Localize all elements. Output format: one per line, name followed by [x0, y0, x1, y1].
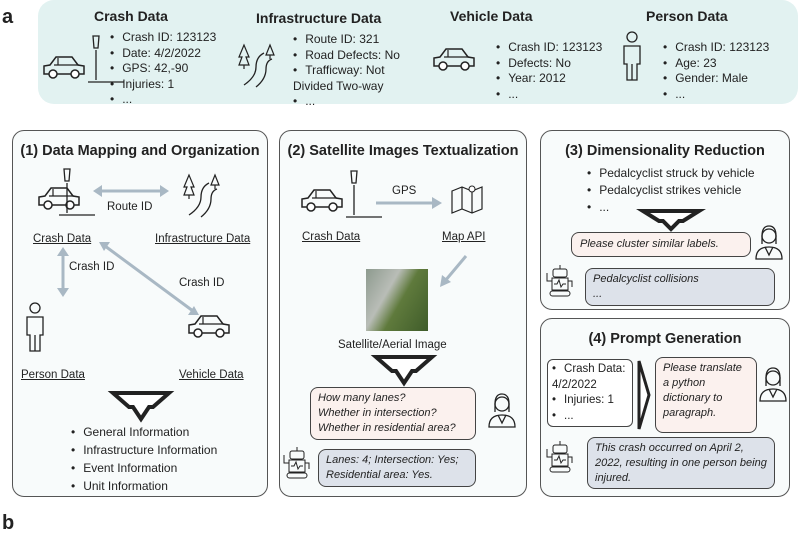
- satellite-image-label: Satellite/Aerial Image: [338, 339, 447, 351]
- list-item: Unit Information: [71, 477, 217, 495]
- map-api-label: Map API: [442, 231, 486, 243]
- list-item: ...: [496, 87, 602, 103]
- list-item: ...: [293, 94, 413, 110]
- list-item: Infrastructure Information: [71, 441, 217, 459]
- prompt-bubble: Please cluster similar labels.: [571, 232, 751, 257]
- list-item: Pedalcyclist strikes vehicle: [587, 182, 755, 199]
- list-item: ...: [552, 409, 628, 425]
- panel-title: (3) Dimensionality Reduction: [565, 143, 765, 159]
- list-item: Crash Data: 4/2/2022: [552, 362, 628, 393]
- list-item: ...: [587, 199, 755, 216]
- bubble-line: ...: [593, 288, 603, 300]
- list-item: ...: [110, 92, 216, 108]
- list-item: Year: 2012: [496, 71, 602, 87]
- list-item: General Information: [71, 423, 217, 441]
- list-item: Age: 23: [663, 56, 769, 72]
- bubble-line: Residential area: Yes.: [326, 469, 433, 481]
- robot-icon: [283, 446, 310, 479]
- infrastructure-data-list: Route ID: 321Road Defects: NoTrafficway:…: [293, 32, 413, 110]
- satellite-textualization-panel: (2) Satellite Images Textualization Cras…: [279, 130, 527, 497]
- person-data-list: Crash ID: 123123Age: 23Gender: Male...: [663, 40, 769, 102]
- crash-id-label: Crash ID: [69, 261, 115, 273]
- list-item: ...: [663, 87, 769, 103]
- panel-title: (2) Satellite Images Textualization: [287, 143, 519, 159]
- robot-icon: [546, 264, 573, 297]
- person-icon: [26, 302, 44, 352]
- data-mapping-panel: (1) Data Mapping and Organization Crash …: [12, 130, 268, 497]
- list-item: Route ID: 321: [293, 32, 413, 48]
- prompt-bubble: Please translate a python dictionary to …: [655, 357, 757, 433]
- list-item: Pedalcyclist struck by vehicle: [587, 165, 754, 182]
- crash-dict-list: Crash Data: 4/2/2022Injuries: 1...: [547, 359, 633, 427]
- answer-bubble: This crash occurred on April 2, 2022, re…: [587, 437, 775, 489]
- list-item: Date: 4/2/2022: [110, 46, 216, 62]
- mapping-arrows: [57, 185, 199, 315]
- crash-data-title: Crash Data: [94, 8, 168, 24]
- panel-label-a: a: [2, 6, 14, 28]
- list-item: Crash ID: 123123: [663, 40, 769, 56]
- down-arrow-icon: [636, 209, 706, 232]
- infrastructure-data-title: Infrastructure Data: [256, 10, 382, 26]
- user-avatar-icon: [488, 393, 516, 428]
- down-arrow-icon: [107, 391, 175, 423]
- panel-label-b: b: [2, 512, 15, 534]
- person-icon: [623, 31, 641, 81]
- answer-bubble: Pedalcyclist collisions...: [585, 268, 775, 306]
- panel-title: (4) Prompt Generation: [588, 331, 742, 347]
- dimensionality-reduction-panel: (3) Dimensionality Reduction Pedalcyclis…: [540, 130, 790, 310]
- information-list: General InformationInfrastructure Inform…: [71, 423, 217, 495]
- infrastructure-data-label: Infrastructure Data: [155, 233, 251, 245]
- list-item: Event Information: [71, 459, 217, 477]
- crash-data-label: Crash Data: [33, 233, 92, 245]
- bubble-line: How many lanes?: [318, 392, 406, 404]
- list-item: Defects: No: [496, 56, 602, 72]
- crash-car-icon: [43, 35, 125, 83]
- list-item: Road Defects: No: [293, 48, 413, 64]
- list-item: Gender: Male: [663, 71, 769, 87]
- route-id-label: Route ID: [107, 201, 153, 213]
- list-item: Injuries: 1: [110, 77, 216, 93]
- bubble-line: Pedalcyclist collisions: [593, 273, 699, 285]
- bubble-line: Lanes: 4; Intersection: Yes;: [326, 454, 459, 466]
- vehicle-icon: [433, 48, 475, 71]
- list-item: GPS: 42,-90: [110, 61, 216, 77]
- data-sources-banner: Crash Data Crash ID: 123123Date: 4/2/202…: [38, 0, 798, 108]
- list-item: Trafficway: Not Divided Two-way: [293, 63, 413, 94]
- vehicle-icon: [188, 315, 230, 338]
- person-data-title: Person Data: [646, 8, 728, 24]
- road-trees-icon: [238, 44, 275, 88]
- answer-bubble: Lanes: 4; Intersection: Yes; Residential …: [318, 449, 476, 487]
- user-avatar-icon: [755, 225, 783, 260]
- right-arrow-icon: [637, 360, 651, 430]
- list-item: Injuries: 1: [552, 393, 628, 409]
- panel-title: (1) Data Mapping and Organization: [20, 143, 260, 159]
- crash-id-label: Crash ID: [179, 277, 225, 289]
- robot-icon: [546, 440, 573, 473]
- vehicle-data-list: Crash ID: 123123Defects: NoYear: 2012...: [496, 40, 602, 102]
- vehicle-data-label: Vehicle Data: [179, 369, 244, 381]
- vehicle-data-title: Vehicle Data: [450, 8, 533, 24]
- crash-data-label: Crash Data: [302, 231, 361, 243]
- question-bubble: How many lanes? Whether in intersection? W…: [310, 387, 476, 440]
- list-item: Crash ID: 123123: [110, 30, 216, 46]
- bubble-line: Whether in residential area?: [318, 422, 456, 434]
- satellite-image: [366, 269, 428, 331]
- gps-label: GPS: [392, 185, 417, 197]
- flow-arrows: [376, 197, 468, 287]
- label-list: Pedalcyclist struck by vehiclePedalcycli…: [587, 165, 755, 216]
- list-item: Crash ID: 123123: [496, 40, 602, 56]
- user-avatar-icon: [759, 367, 787, 402]
- person-data-label: Person Data: [21, 369, 85, 381]
- map-icon: [451, 185, 483, 214]
- prompt-generation-panel: (4) Prompt Generation Crash Data: 4/2/20…: [540, 318, 790, 497]
- down-arrow-icon: [370, 355, 438, 387]
- bubble-line: Whether in intersection?: [318, 407, 437, 419]
- crash-data-list: Crash ID: 123123Date: 4/2/2022GPS: 42,-9…: [110, 30, 216, 108]
